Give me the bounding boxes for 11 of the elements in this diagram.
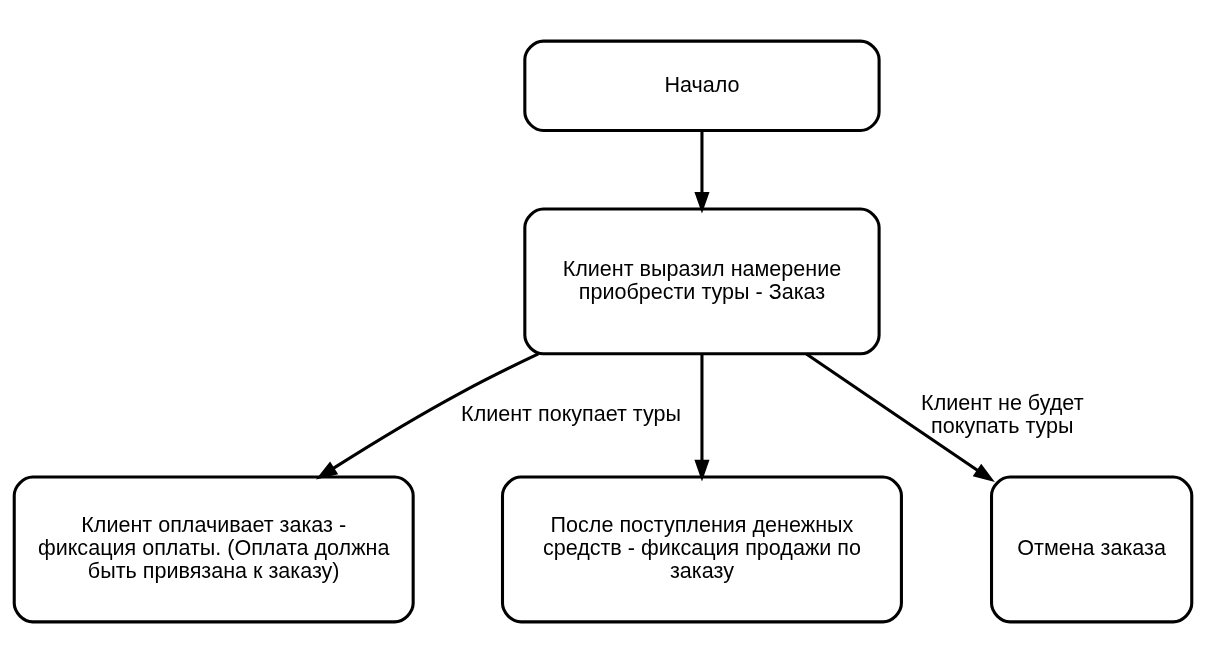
node-box: Клиент оплачивает заказ - фиксация оплаты. (Оплата должна быть привязана к заказу) [12, 475, 415, 623]
edge-label: Клиент покупает туры [461, 400, 681, 426]
node-box: Отмена заказа [990, 475, 1194, 623]
edge-label: Клиент не будет покупать туры [921, 389, 1084, 438]
arrow [694, 353, 710, 481]
arrow [315, 352, 539, 479]
arrow [805, 352, 995, 482]
node-box: Начало [523, 39, 881, 132]
node-box: После поступления денежных средств - фиксация продажи по заказу [500, 475, 903, 623]
node-box: Клиент выразил намерение приобрести туры - Заказ [523, 207, 881, 355]
arrow [694, 130, 710, 214]
